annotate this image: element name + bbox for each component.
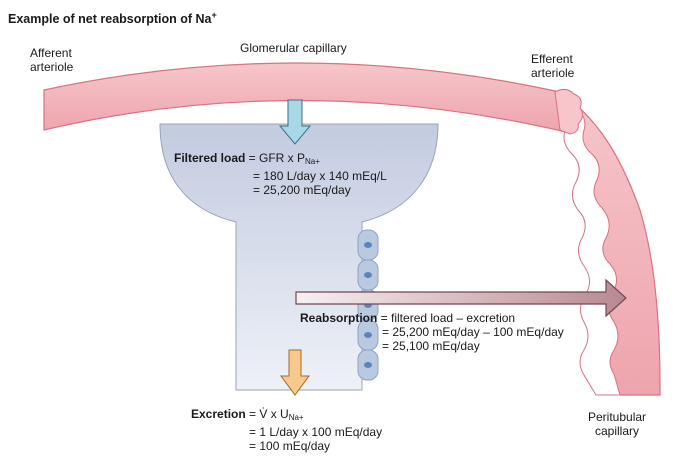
title-text: Example of net reabsorption of Na xyxy=(8,12,212,27)
cell-nucleus xyxy=(364,272,372,278)
excretion-line-2: = 1 L/day x 100 mEq/day xyxy=(249,425,383,439)
excretion-eq-prefix: = V̇ x U xyxy=(245,407,289,421)
filtered-load-eq-prefix: = GFR x P xyxy=(245,151,306,165)
filtered-load-term: Filtered load xyxy=(174,151,246,165)
filtered-load-eq-sub: Na+ xyxy=(305,157,320,166)
figure-title: Example of net reabsorption of Na+ xyxy=(8,8,217,26)
capillary-lumen xyxy=(558,103,621,396)
peritubular-line-2: capillary xyxy=(595,424,640,438)
glomerular-capillary xyxy=(43,62,579,133)
tubule-epithelium xyxy=(357,229,379,381)
excretion-equation: Excretion = V̇ x UNa+ = 1 L/day x 100 mE… xyxy=(191,407,382,453)
excretion-arrow-icon xyxy=(280,349,310,396)
title-superscript: + xyxy=(211,10,217,20)
cell-nucleus xyxy=(364,242,372,248)
afferent-line-2: arteriole xyxy=(30,60,74,74)
cell-nucleus xyxy=(364,362,372,368)
reabsorption-term: Reabsorption xyxy=(300,311,378,325)
filtered-load-line-2: = 180 L/day x 140 mEq/L xyxy=(253,169,387,183)
excretion-line-3: = 100 mEq/day xyxy=(249,439,331,453)
efferent-line-1: Efferent xyxy=(531,52,573,66)
afferent-arteriole-label: Afferent arteriole xyxy=(30,46,73,74)
excretion-term: Excretion xyxy=(191,407,246,421)
efferent-bulge xyxy=(554,88,584,135)
reabsorption-line-1: = filtered load – excretion xyxy=(377,311,516,325)
cell-nucleus xyxy=(364,332,372,338)
excretion-eq-sub: Na+ xyxy=(288,413,304,422)
reabsorption-line-3: = 25,100 mEq/day xyxy=(382,339,480,353)
peritubular-line-1: Peritubular xyxy=(588,410,647,424)
filtered-load-line-3: = 25,200 mEq/day xyxy=(253,183,351,197)
filtration-arrow-icon xyxy=(278,99,312,145)
filtered-load-equation: Filtered load = GFR x PNa+ = 180 L/day x… xyxy=(174,151,387,197)
efferent-arteriole-label: Efferent arteriole xyxy=(531,52,574,80)
bowmans-capsule xyxy=(159,123,439,391)
reabsorption-arrow-icon xyxy=(295,278,627,318)
afferent-line-1: Afferent xyxy=(30,46,72,60)
reabsorption-line-2: = 25,200 mEq/day – 100 mEq/day xyxy=(382,325,564,339)
reabsorption-equation: Reabsorption = filtered load – excretion… xyxy=(300,311,564,353)
peritubular-capillary-label: Peritubular capillary xyxy=(588,410,646,438)
glomerular-capillary-label: Glomerular capillary xyxy=(240,41,347,55)
efferent-line-2: arteriole xyxy=(531,66,575,80)
